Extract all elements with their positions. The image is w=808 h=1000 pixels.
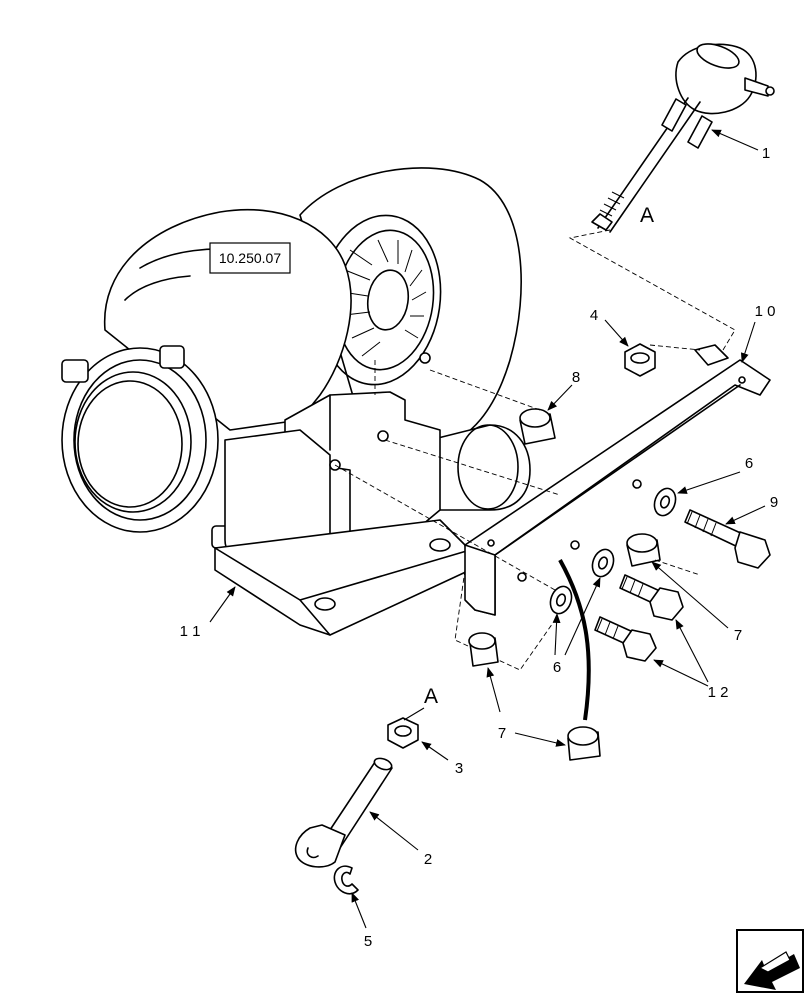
wastegate-actuator [591, 43, 775, 233]
callout-7-right: 7 [734, 627, 742, 644]
spacer-7-bottom [567, 726, 601, 761]
callout-2: 2 [424, 851, 432, 868]
inlet-flange [61, 347, 219, 533]
spacer-8 [519, 408, 556, 445]
jam-nut [387, 717, 419, 749]
callout-6-lower: 6 [553, 659, 561, 676]
retaining-clip [333, 865, 359, 895]
callouts: 1 2 3 4 5 6 6 7 7 8 9 1 0 1 1 1 2 A A [180, 145, 779, 950]
reference-box: 10.250.07 [209, 242, 291, 274]
spacer-7-right [626, 533, 661, 567]
arrow-icon [736, 929, 804, 993]
callout-10: 1 0 [755, 303, 776, 320]
reference-label: 10.250.07 [219, 250, 281, 266]
callout-12: 1 2 [708, 684, 729, 701]
callout-8: 8 [572, 369, 580, 386]
washers [549, 487, 677, 615]
nut [624, 343, 656, 377]
callout-11: 1 1 [180, 623, 201, 640]
view-letter-a-upper: A [640, 204, 654, 227]
leader-lines [209, 129, 766, 929]
view-letter-a-lower: A [424, 685, 438, 708]
callout-1: 1 [762, 145, 770, 162]
bolt-12-upper [619, 574, 684, 621]
bracket [464, 344, 771, 616]
callout-9: 9 [770, 494, 778, 511]
bolt-12-lower [594, 616, 657, 662]
callout-5: 5 [364, 933, 372, 950]
callout-7-left: 7 [498, 725, 506, 742]
turbocharger [61, 167, 531, 636]
spacer-7-left [468, 632, 499, 667]
callout-6-upper: 6 [745, 455, 753, 472]
callout-4: 4 [590, 307, 598, 324]
bolt-9 [684, 509, 771, 569]
rod-end [294, 757, 393, 868]
callout-3: 3 [455, 760, 463, 777]
